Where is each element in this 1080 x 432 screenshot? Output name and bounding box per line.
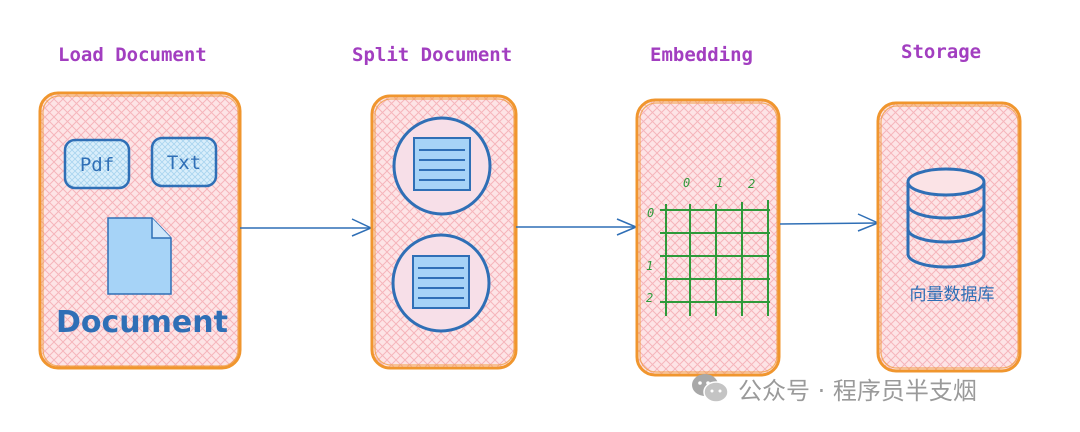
wechat-icon bbox=[692, 374, 729, 403]
pdf-tag: Pdf bbox=[63, 138, 131, 190]
embedding-col-label-0: 0 bbox=[683, 176, 690, 190]
document-label: Document bbox=[56, 305, 228, 340]
stage-title-load: Load Document bbox=[58, 44, 207, 66]
stage-title-storage: Storage bbox=[901, 41, 982, 63]
watermark-text: 公众号 · 程序员半支烟 bbox=[738, 376, 977, 405]
database-icon bbox=[906, 167, 986, 269]
arrow-embedding-to-storage bbox=[779, 213, 880, 232]
pdf-label: Pdf bbox=[80, 154, 114, 176]
arrow-load-to-split bbox=[240, 218, 373, 237]
embedding-col-label-1: 1 bbox=[716, 176, 723, 190]
embedding-matrix bbox=[660, 200, 770, 316]
storage-label: 向量数据库 bbox=[910, 285, 995, 305]
split-chunk-1 bbox=[392, 116, 492, 216]
txt-label: Txt bbox=[167, 152, 201, 174]
embedding-row-label-0: 0 bbox=[647, 206, 654, 220]
arrow-split-to-embedding bbox=[516, 218, 638, 236]
embedding-row-label-1: 1 bbox=[646, 259, 653, 273]
storage-box bbox=[876, 101, 1022, 373]
stage-title-split: Split Document bbox=[352, 44, 513, 66]
stage-title-embedding: Embedding bbox=[650, 44, 753, 66]
embedding-col-label-2: 2 bbox=[748, 177, 755, 191]
txt-tag: Txt bbox=[150, 136, 218, 188]
embedding-box bbox=[635, 98, 781, 377]
split-chunk-2 bbox=[391, 233, 491, 333]
watermark: 公众号 · 程序员半支烟 bbox=[690, 368, 977, 408]
embedding-row-label-2: 2 bbox=[646, 291, 653, 305]
document-file-icon bbox=[107, 217, 172, 295]
